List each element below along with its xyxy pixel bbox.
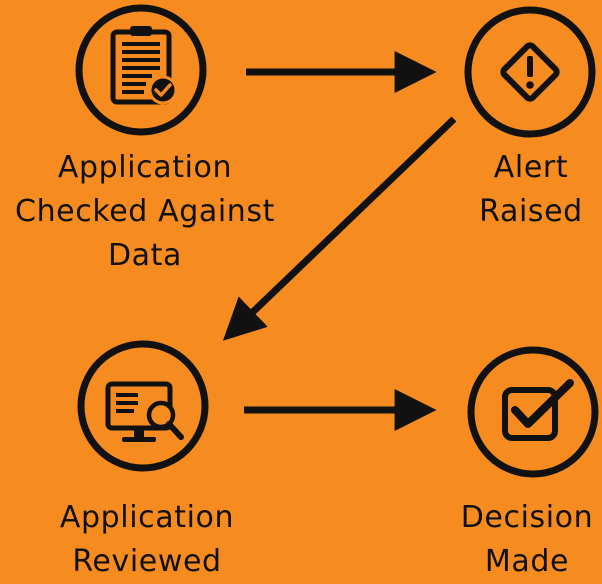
arrow-alert-to-reviewed xyxy=(222,116,457,341)
label-line: Data xyxy=(107,238,183,273)
label-line: Made xyxy=(484,544,570,579)
monitor-search-icon xyxy=(77,340,209,472)
clipboard-check-icon xyxy=(75,4,207,136)
label-line: Decision xyxy=(460,500,594,535)
node-label-application-reviewed: Application Reviewed xyxy=(0,496,294,584)
checkbox-check-icon xyxy=(467,346,599,478)
node-label-application-checked: Application Checked Against Data xyxy=(0,146,290,278)
label-line: Reviewed xyxy=(72,544,222,579)
label-line: Application xyxy=(59,500,235,535)
label-line: Alert xyxy=(493,150,569,185)
label-line: Application xyxy=(57,150,233,185)
node-label-decision-made: Decision Made xyxy=(452,496,602,584)
label-line: Checked Against xyxy=(15,194,275,229)
label-line: Raised xyxy=(479,194,583,229)
warning-diamond-icon xyxy=(464,6,596,138)
node-label-alert-raised: Alert Raised xyxy=(460,146,602,234)
